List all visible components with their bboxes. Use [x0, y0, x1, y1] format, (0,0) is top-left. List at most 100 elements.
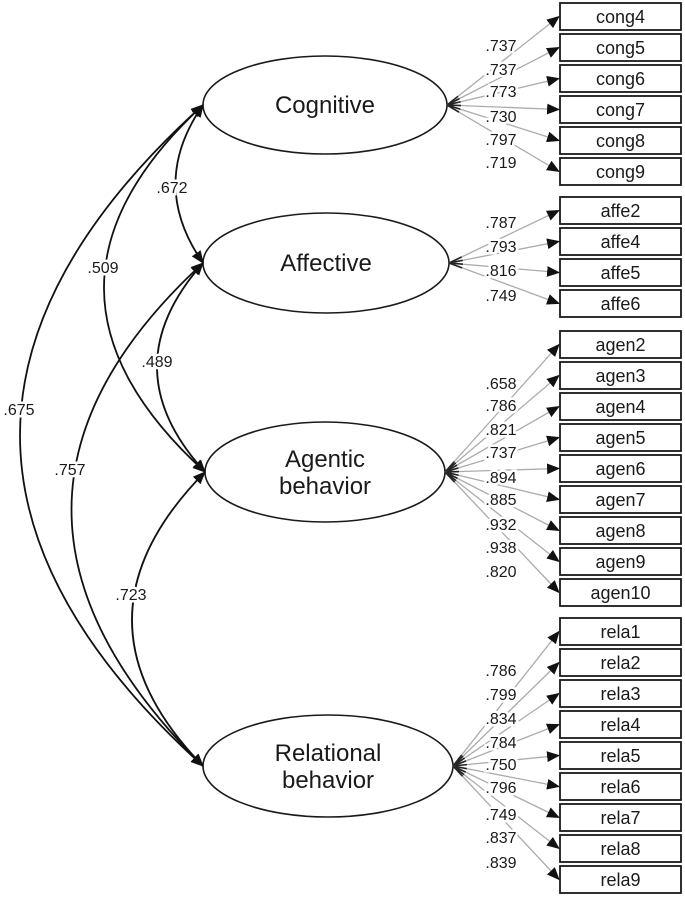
loading-value-agen3: .786 [485, 398, 516, 415]
loading-value-cong9: .719 [485, 155, 516, 172]
indicator-label-rela6: rela6 [600, 777, 640, 797]
loading-value-agen4: .821 [485, 422, 516, 439]
indicator-label-rela7: rela7 [600, 808, 640, 828]
loading-value-agen2: .658 [485, 376, 516, 393]
indicator-box-agen5 [559, 423, 682, 452]
loading-arrow-agen2 [444, 343, 560, 473]
loading-arrow-cong4 [446, 15, 560, 106]
indicator-box-agen6 [559, 454, 682, 483]
indicator-box-rela1 [559, 617, 682, 646]
loading-value-agen7: .885 [485, 492, 516, 509]
loading-value-affe6: .749 [485, 288, 516, 305]
correlation-arrow-agentic-relational [131, 471, 206, 767]
indicator-label-rela5: rela5 [600, 746, 640, 766]
loading-value-cong6: .773 [485, 84, 516, 101]
correlation-arrow-cognitive-relational [19, 104, 204, 767]
loading-value-agen5: .737 [485, 445, 516, 462]
indicator-label-agen5: agen5 [595, 428, 645, 448]
factor-label-line: Cognitive [275, 92, 375, 119]
indicator-box-agen2 [559, 330, 682, 359]
loading-value-rela6: .796 [485, 780, 516, 797]
loading-arrow-agen10 [444, 471, 560, 594]
indicator-box-affe2 [559, 196, 682, 225]
indicator-label-rela3: rela3 [600, 684, 640, 704]
factor-label-cognitive: Cognitive [275, 92, 375, 119]
indicator-label-affe2: affe2 [601, 201, 641, 221]
loading-value-affe5: .816 [485, 263, 516, 280]
indicator-box-rela2 [559, 648, 682, 677]
indicator-label-agen3: agen3 [595, 366, 645, 386]
loading-arrow-rela6 [452, 765, 561, 790]
indicator-label-rela2: rela2 [600, 653, 640, 673]
loading-arrow-rela5 [452, 751, 561, 767]
correlation-value-affective-relational: .757 [54, 462, 85, 479]
indicator-label-cong4: cong4 [596, 7, 645, 27]
loading-arrow-agen9 [444, 471, 560, 563]
loading-value-cong8: .797 [485, 132, 516, 149]
loading-value-rela8: .837 [485, 830, 516, 847]
indicator-box-cong8 [559, 126, 682, 155]
indicator-box-agen10 [559, 578, 682, 607]
factor-label-line: Agentic [285, 446, 365, 473]
factor-label-line: behavior [282, 767, 374, 794]
indicator-box-affe6 [559, 289, 682, 318]
correlation-value-cognitive-agentic: .509 [87, 260, 118, 277]
indicator-box-agen8 [559, 516, 682, 545]
loading-arrow-stub [446, 104, 460, 113]
correlation-arrow-affective-agentic [156, 262, 206, 473]
loading-arrow-agen7 [444, 471, 561, 502]
loading-arrow-rela2 [452, 661, 560, 767]
indicator-label-agen4: agen4 [595, 397, 645, 417]
factor-label-affective: Affective [280, 250, 372, 277]
indicator-label-cong7: cong7 [596, 100, 645, 120]
loading-value-cong7: .730 [485, 109, 516, 126]
indicator-box-cong4 [559, 2, 682, 31]
loading-arrow-rela9 [452, 765, 560, 881]
indicator-label-cong9: cong9 [596, 162, 645, 182]
loading-value-agen8: .932 [485, 517, 516, 534]
loading-value-affe2: .787 [485, 215, 516, 232]
factor-label-line: Affective [280, 250, 372, 277]
loading-value-rela4: .784 [485, 735, 516, 752]
loading-arrow-rela4 [452, 723, 561, 767]
correlation-value-affective-agentic: .489 [141, 354, 172, 371]
loading-arrow-cong9 [446, 104, 560, 173]
indicator-label-rela1: rela1 [600, 622, 640, 642]
indicator-box-cong9 [559, 157, 682, 186]
indicator-box-affe5 [559, 258, 682, 287]
indicator-label-agen8: agen8 [595, 521, 645, 541]
indicator-box-cong6 [559, 64, 682, 93]
loading-arrow-rela1 [452, 630, 560, 767]
indicator-label-rela9: rela9 [600, 870, 640, 890]
indicator-label-agen2: agen2 [595, 335, 645, 355]
indicator-label-agen9: agen9 [595, 552, 645, 572]
indicator-label-cong5: cong5 [596, 38, 645, 58]
factor-label-line: behavior [279, 473, 371, 500]
loading-value-rela7: .749 [485, 807, 516, 824]
loading-arrow-cong8 [446, 104, 561, 143]
loading-value-rela2: .799 [485, 687, 516, 704]
loading-value-rela3: .834 [485, 711, 516, 728]
loading-value-agen10: .820 [485, 564, 516, 581]
indicator-box-rela5 [559, 741, 682, 770]
loading-arrow-agen4 [444, 405, 560, 473]
loading-arrow-agen3 [444, 374, 560, 473]
loading-arrow-rela7 [452, 765, 560, 819]
loading-value-cong4: .737 [485, 38, 516, 55]
loading-arrow-rela3 [452, 692, 560, 767]
loading-value-rela1: .786 [485, 663, 516, 680]
loading-arrow-cong6 [446, 75, 561, 106]
indicator-label-agen6: agen6 [595, 459, 645, 479]
indicator-label-agen10: agen10 [590, 583, 650, 603]
indicator-box-rela9 [559, 865, 682, 894]
correlation-value-agentic-relational: .723 [115, 587, 146, 604]
indicator-box-cong5 [559, 33, 682, 62]
loading-arrow-stub [448, 262, 463, 269]
correlation-value-cognitive-relational: .675 [3, 402, 34, 419]
loading-arrow-affe2 [448, 209, 560, 264]
loading-arrow-stub [444, 471, 456, 483]
indicator-box-agen4 [559, 392, 682, 421]
indicator-box-agen9 [559, 547, 682, 576]
